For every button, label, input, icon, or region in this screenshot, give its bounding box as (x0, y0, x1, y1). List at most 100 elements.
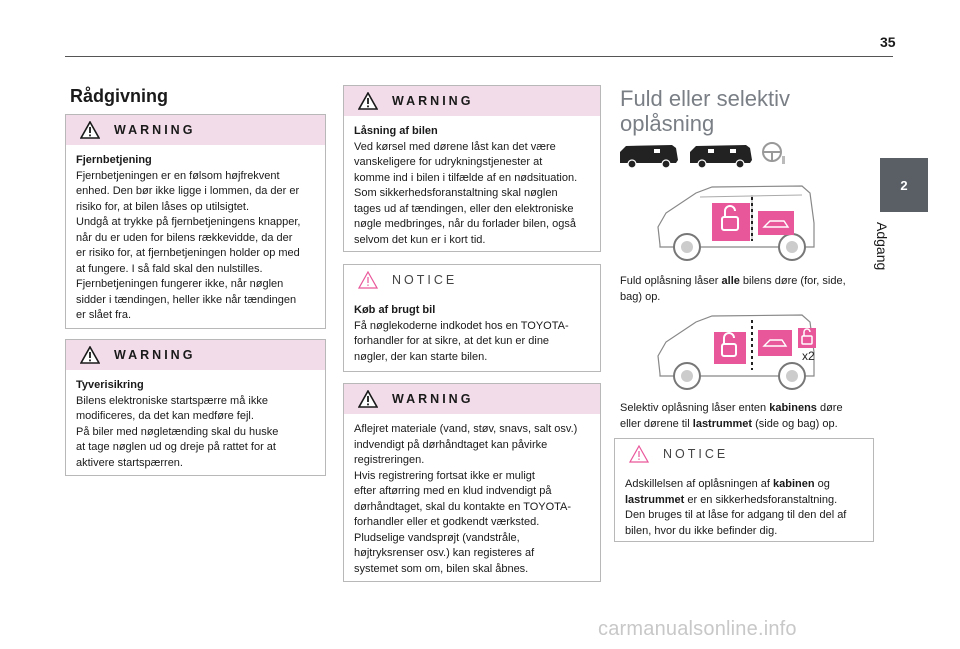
warning-header: WARNING (66, 340, 325, 370)
selective-unlocking-illustration: x2 (657, 314, 816, 390)
warning-triangle-icon (358, 390, 378, 408)
press-twice-label: x2 (802, 349, 815, 363)
page-number: 35 (880, 34, 896, 50)
body-line: nøgle medbringes, når du forlader bilen,… (354, 218, 576, 230)
chapter-tab[interactable]: 2 (880, 158, 928, 212)
body-line: Hvis registrering fortsat ikke er muligt (354, 469, 535, 482)
warning-body: Fjernbetjening Fjernbetjeningen er en fø… (66, 145, 325, 332)
text-bold: kabinens (769, 402, 817, 414)
body-line: når du er uden for bilens rækkevidde, da… (76, 231, 293, 244)
notice-body: Adskillelsen af oplåsningen af kabinen o… (615, 469, 873, 547)
warning-box-locking: WARNING Låsning af bilen Ved kørsel med … (343, 85, 601, 252)
warning-title: WARNING (392, 392, 474, 406)
text-run: eller dørene til (620, 417, 693, 430)
text-run: (side og bag) op. (752, 417, 838, 430)
body-line: vanskeligere for udrykningstjenester at (354, 156, 543, 168)
body-line: nøgler, der kan starte bilen. (354, 350, 488, 363)
warning-header: WARNING (344, 384, 600, 414)
vehicle-variants-illustration (620, 142, 785, 169)
warning-triangle-icon (80, 121, 100, 139)
warning-header: WARNING (344, 86, 600, 116)
body-line: aktivere startspærren. (76, 456, 183, 469)
warning-lead: Fjernbetjening (76, 154, 152, 166)
full-unlocking-illustration (657, 185, 815, 261)
warning-title: WARNING (392, 94, 474, 108)
warning-lead: Tyverisikring (76, 379, 144, 391)
body-line: bilen, hvor du ikke befinder dig. (625, 524, 778, 537)
watermark: carmanualsonline.info (598, 618, 797, 640)
steering-wheel-icon (762, 142, 785, 164)
notice-title: NOTICE (392, 273, 458, 287)
body-line: forhandler eller et godkendt værksted. (354, 516, 540, 528)
body-line: efter aftørring med en klud indvendigt p… (354, 485, 552, 497)
warning-title: WARNING (114, 123, 196, 137)
chapter-label: Adgang (874, 222, 890, 271)
warning-body: Tyverisikring Bilens elektroniske starts… (66, 370, 325, 479)
text-run: Adskillelsen af oplåsningen af (625, 478, 773, 490)
body-line: indvendigt på dørhåndtaget kan påvirke (354, 438, 548, 451)
section-heading-advice: Rådgivning (70, 86, 168, 106)
text-run: døre (816, 402, 843, 414)
text-run: bilens døre (for, side, (739, 275, 846, 287)
unlocked-padlock-icon (712, 203, 750, 241)
body-line: risiko for, at bilen låses op utilsigtet… (76, 200, 250, 213)
notice-header: NOTICE (615, 439, 873, 469)
notice-triangle-icon (629, 445, 649, 463)
body-line: Fjernbetjeningen er en følsom højfrekven… (76, 169, 280, 182)
notice-triangle-icon (358, 271, 378, 289)
cargo-unlock-icon (758, 330, 792, 356)
top-rule (65, 56, 893, 57)
body-line: Fjernbetjeningen fungerer ikke, når nøgl… (76, 278, 284, 290)
body-line: sidder i tændingen, heller ikke når tænd… (76, 293, 297, 306)
warning-box-immobilizer: WARNING Tyverisikring Bilens elektronisk… (65, 339, 326, 476)
body-line: komme ind i bilen i tilfælde af en nødsi… (354, 171, 578, 184)
heading-line: Fuld eller selektiv (620, 86, 790, 111)
body-line: er slået fra. (76, 309, 132, 321)
notice-box-used-car: NOTICE Køb af brugt bil Få nøglekoderne … (343, 264, 601, 372)
body-line: Bilens elektroniske startspærre må ikke (76, 394, 268, 407)
text-bold: kabinen (772, 478, 815, 490)
warning-header: WARNING (66, 115, 325, 145)
body-line: at tage nøglen ud og dreje på rattet for… (76, 441, 276, 453)
body-line: Pludselige vandsprøjt (vandstråle, (354, 531, 520, 544)
notice-box-separation: NOTICE Adskillelsen af oplåsningen af ka… (614, 438, 874, 542)
body-line: højtryksrenser osv.) kan registeres af (354, 547, 535, 559)
warning-triangle-icon (80, 346, 100, 364)
body-line: at fungere. I så fald skal den nulstille… (76, 262, 263, 275)
full-unlocking-text: Fuld oplåsning låser alle bilens døre (f… (620, 274, 870, 305)
notice-title: NOTICE (663, 447, 729, 461)
body-line: registreringen. (354, 454, 425, 466)
body-line: modificeres, da det kan medføre fejl. (76, 410, 254, 422)
body-line: dørhåndtaget, skal du kontakte en TOYOTA… (354, 500, 572, 513)
selective-unlocking-text: Selektiv oplåsning låser enten kabinens … (620, 401, 870, 432)
warning-body: Aflejret materiale (vand, støv, snavs, s… (344, 414, 600, 585)
notice-body: Køb af brugt bil Få nøglekoderne indkode… (344, 295, 600, 373)
text-bold: lastrummet (692, 417, 753, 430)
notice-header: NOTICE (344, 265, 600, 295)
text-run: Fuld oplåsning låser (620, 275, 722, 287)
text-run: og (814, 478, 830, 490)
body-line: På biler med nøgletænding skal du huske (76, 425, 279, 438)
warning-lead: Låsning af bilen (354, 125, 438, 137)
warning-triangle-icon (358, 92, 378, 110)
text-bold: lastrummet (625, 493, 685, 506)
body-line: er risiko for, at fjernbetjeningen holde… (76, 247, 300, 259)
warning-title: WARNING (114, 348, 196, 362)
heading-line: oplåsning (620, 111, 715, 136)
body-line: forhandler for at sikre, at det kun er d… (354, 335, 550, 347)
van-long-icon (690, 145, 752, 169)
section-heading-unlocking: Fuld eller selektiv oplåsning (620, 86, 860, 136)
warning-body: Låsning af bilen Ved kørsel med dørene l… (344, 116, 600, 256)
warning-box-remote: WARNING Fjernbetjening Fjernbetjeningen … (65, 114, 326, 329)
body-line: Som sikkerhedsforanstaltning skal nøglen (354, 187, 558, 199)
text-run: er en sikkerhedsforanstaltning. (684, 493, 838, 506)
body-line: systemet som om, bilen skal åbnes. (354, 562, 529, 575)
text-bold: alle (721, 275, 740, 287)
rear-unlock-icon (758, 211, 794, 235)
body-line: enhed. Den bør ikke ligge i lommen, da d… (76, 185, 300, 197)
cargo-padlock-icon (798, 328, 816, 348)
van-short-icon (620, 145, 678, 169)
warning-box-door-handle: WARNING Aflejret materiale (vand, støv, … (343, 383, 601, 582)
body-line: Aflejret materiale (vand, støv, snavs, s… (354, 423, 578, 435)
notice-lead: Køb af brugt bil (354, 304, 436, 316)
